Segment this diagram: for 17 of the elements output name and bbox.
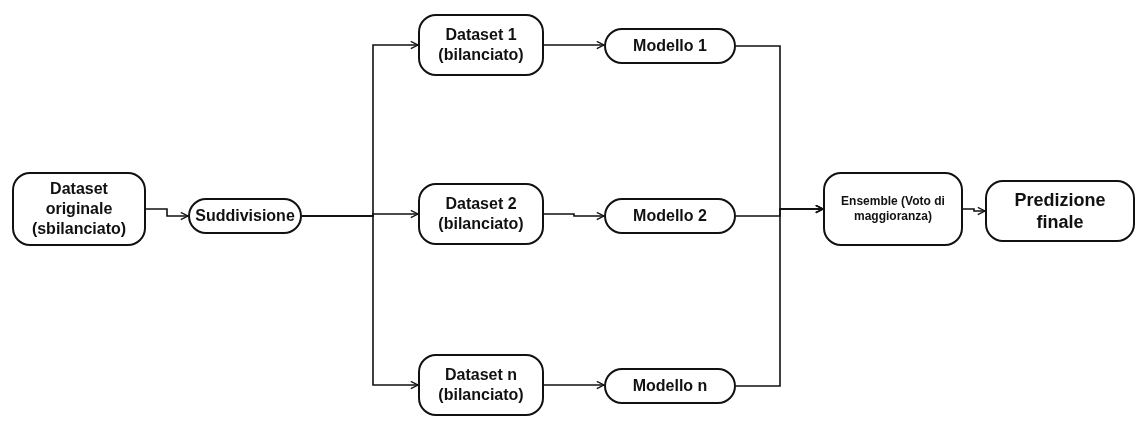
process-box: Suddivisione [188, 198, 302, 234]
process-box: Predizione finale [985, 180, 1135, 242]
arrow [962, 206, 986, 216]
arrow [543, 40, 605, 50]
arrow [543, 380, 605, 390]
process-box: Dataset 1 (bilanciato) [418, 14, 544, 76]
arrow [735, 204, 824, 387]
process-box: Dataset n (bilanciato) [418, 354, 544, 416]
process-box: Modello 1 [604, 28, 736, 64]
process-box: Dataset originale (sbilanciato) [12, 172, 146, 246]
arrow [145, 208, 189, 221]
process-box: Modello 2 [604, 198, 736, 234]
arrow [301, 215, 419, 390]
process-box: Modello n [604, 368, 736, 404]
process-box: Dataset 2 (bilanciato) [418, 183, 544, 245]
process-box: Ensemble (Voto di maggioranza) [823, 172, 963, 246]
arrow [543, 211, 605, 221]
